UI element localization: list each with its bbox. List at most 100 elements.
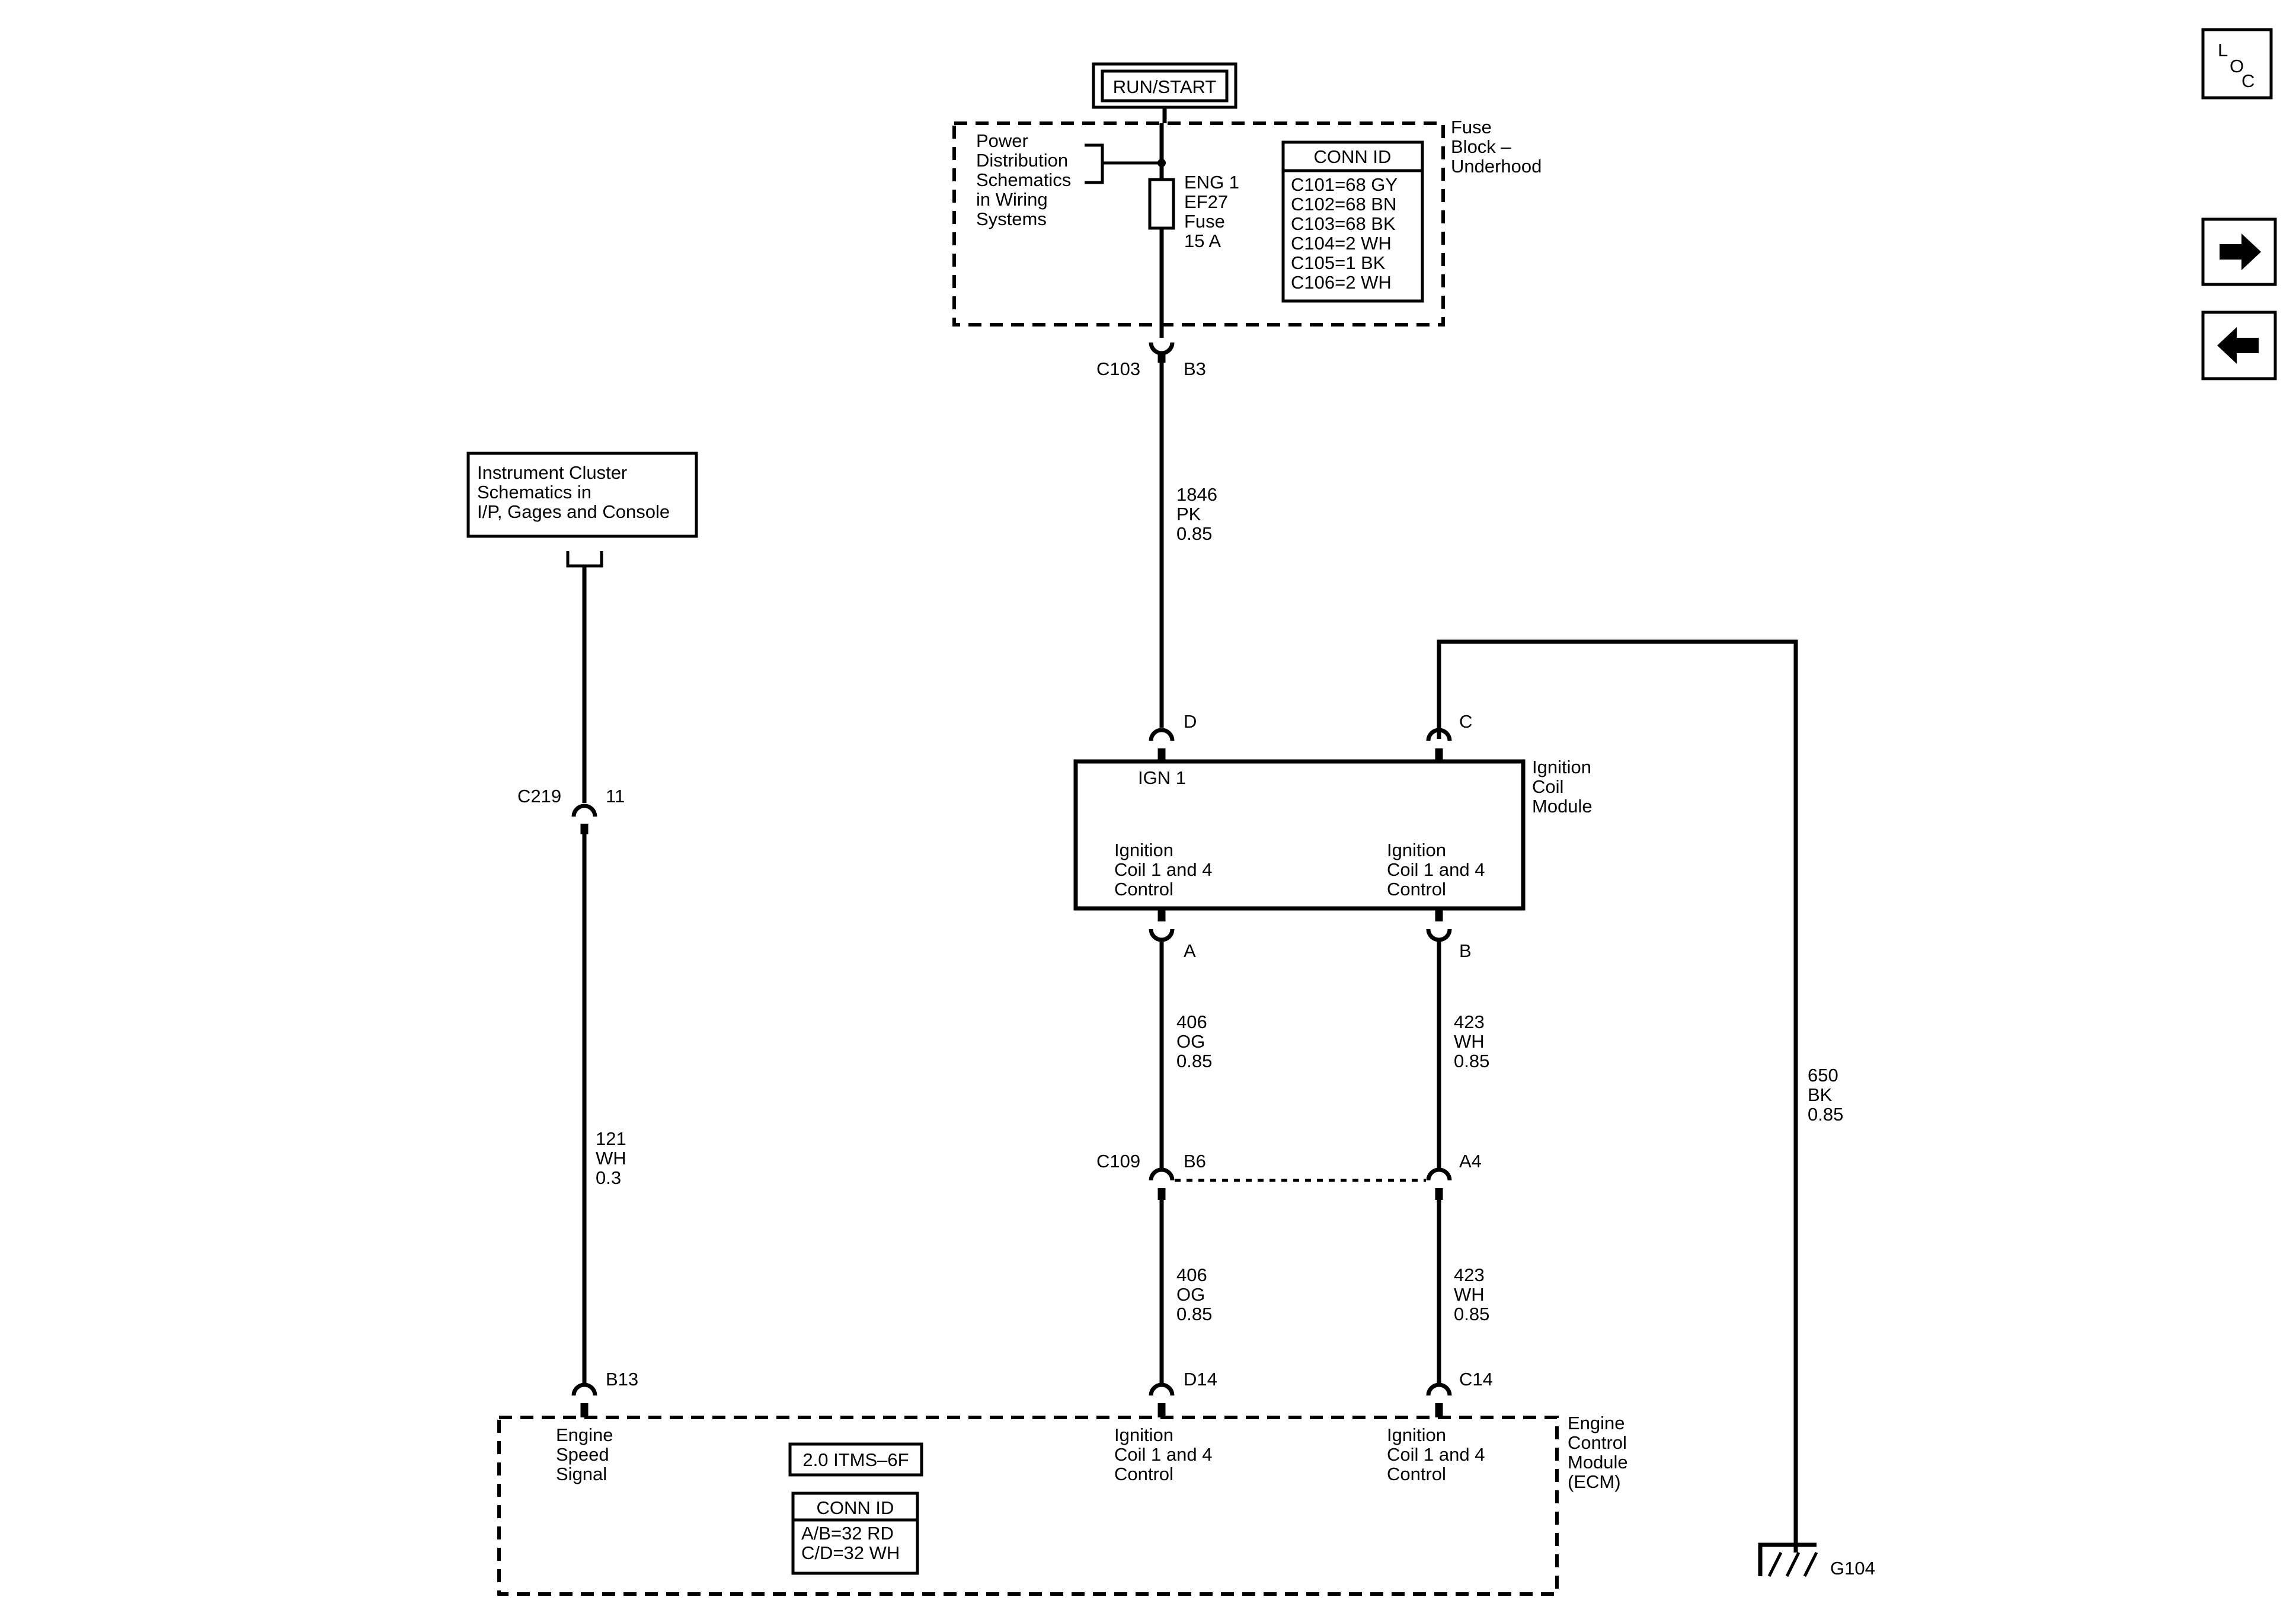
- wire-650-circuit: 650: [1808, 1065, 1838, 1086]
- ecm-engine-speed-1: Engine: [556, 1425, 613, 1445]
- instrument-cluster-line-2: Schematics in: [477, 482, 591, 502]
- ecm-ctrl-right-2: Coil 1 and 4: [1387, 1444, 1485, 1465]
- ecm-engine-speed-3: Signal: [556, 1464, 607, 1484]
- fuse-conn-row-3: C103=68 BK: [1291, 213, 1396, 234]
- fuse-conn-row-6: C106=2 WH: [1291, 272, 1392, 293]
- connector-c103: C103 B3: [1096, 342, 1206, 379]
- icm-ctrl-right-1: Ignition: [1387, 840, 1446, 860]
- c109-pin-a: B6: [1184, 1151, 1206, 1172]
- icm-ign-label: IGN 1: [1138, 767, 1186, 788]
- fuse-line-3: Fuse: [1184, 211, 1225, 232]
- power-ref-line-4: in Wiring: [976, 189, 1048, 210]
- wire-1846-circuit: 1846: [1176, 484, 1217, 505]
- ecm-ctrl-right-1: Ignition: [1387, 1425, 1446, 1445]
- wire-406-lower-size: 0.85: [1176, 1304, 1212, 1324]
- run-start-label: RUN/START: [1113, 76, 1217, 97]
- ecm-ctrl-left-1: Ignition: [1114, 1425, 1173, 1445]
- fuse-conn-row-4: C104=2 WH: [1291, 233, 1392, 254]
- back-button[interactable]: [2201, 311, 2277, 380]
- icm-name-2: Coil: [1532, 776, 1563, 797]
- left-arrow-icon: [2217, 327, 2259, 364]
- icm-name-3: Module: [1532, 796, 1593, 817]
- right-arrow-icon: [2220, 233, 2261, 270]
- power-ref-line-2: Distribution: [976, 150, 1068, 171]
- c109-pin-b: A4: [1459, 1151, 1482, 1172]
- ecm-pin-d14: D14: [1184, 1369, 1217, 1390]
- wire-423-upper-color: WH: [1454, 1031, 1485, 1052]
- connector-c219: C219 11: [517, 786, 625, 834]
- fuse-block-name-2: Block –: [1451, 136, 1511, 157]
- ground-g104: G104: [1758, 1542, 1875, 1579]
- engine-control-module: B13 D14 C14 Engine Speed Signal Ignition…: [497, 1369, 1628, 1596]
- power-ref-line-1: Power: [976, 130, 1028, 151]
- power-ref-line-3: Schematics: [976, 169, 1071, 190]
- ecm-ctrl-right-3: Control: [1387, 1464, 1446, 1484]
- instrument-cluster-line-1: Instrument Cluster: [477, 462, 627, 483]
- wire-406-lower-color: OG: [1176, 1284, 1205, 1305]
- wire-650-color: BK: [1808, 1084, 1833, 1105]
- ecm-name-3: Module: [1568, 1452, 1628, 1473]
- ecm-name-1: Engine: [1568, 1413, 1625, 1433]
- wire-406-upper-circuit: 406: [1176, 1012, 1207, 1032]
- ecm-ctrl-left-2: Coil 1 and 4: [1114, 1444, 1212, 1465]
- loc-button[interactable]: L O C: [2201, 28, 2273, 100]
- icm-pin-b: B: [1459, 940, 1472, 961]
- wire-121-color: WH: [596, 1148, 626, 1169]
- ecm-engine-speed-2: Speed: [556, 1444, 609, 1465]
- loc-letter-l: L: [2218, 40, 2228, 60]
- loc-letter-o: O: [2230, 56, 2244, 76]
- icm-ctrl-left-1: Ignition: [1114, 840, 1173, 860]
- icm-pin-a: A: [1184, 940, 1196, 961]
- instrument-cluster-line-3: I/P, Gages and Console: [477, 501, 670, 522]
- wire-423-lower-circuit: 423: [1454, 1265, 1485, 1285]
- icm-name-1: Ignition: [1532, 757, 1591, 777]
- icm-ctrl-right-2: Coil 1 and 4: [1387, 859, 1485, 880]
- ecm-conn-row-1: A/B=32 RD: [801, 1523, 894, 1544]
- wire-406-lower-circuit: 406: [1176, 1265, 1207, 1285]
- wire-423-lower-size: 0.85: [1454, 1304, 1489, 1324]
- wire-406-upper-color: OG: [1176, 1031, 1205, 1052]
- ecm-pin-b13: B13: [606, 1369, 638, 1390]
- c103-pin: B3: [1184, 359, 1206, 379]
- power-ref-line-5: Systems: [976, 209, 1047, 229]
- icm-ctrl-left-3: Control: [1114, 879, 1173, 900]
- forward-button[interactable]: [2201, 217, 2277, 286]
- fuse-conn-id-title: CONN ID: [1314, 146, 1392, 167]
- wire-423-upper-circuit: 423: [1454, 1012, 1485, 1032]
- fuse-symbol: [1148, 178, 1175, 230]
- fuse-conn-row-2: C102=68 BN: [1291, 194, 1396, 215]
- instrument-cluster-reference: Instrument Cluster Schematics in I/P, Ga…: [466, 452, 698, 568]
- connector-c109: C109 B6 A4: [1096, 1151, 1482, 1200]
- icm-ctrl-right-3: Control: [1387, 879, 1446, 900]
- fuse-block-underhood: Fuse Block – Underhood Power Distributio…: [952, 117, 1542, 327]
- wire-650-size: 0.85: [1808, 1104, 1843, 1125]
- c109-label: C109: [1096, 1151, 1140, 1172]
- ecm-variant-box: 2.0 ITMS–6F: [788, 1442, 923, 1477]
- fuse-line-1: ENG 1: [1184, 172, 1239, 193]
- c219-label: C219: [517, 786, 561, 806]
- wire-1846-size: 0.85: [1176, 523, 1212, 544]
- c103-label: C103: [1096, 359, 1140, 379]
- ecm-pin-c14: C14: [1459, 1369, 1493, 1390]
- ecm-conn-id-title: CONN ID: [817, 1497, 894, 1518]
- c219-pin: 11: [606, 786, 625, 806]
- fuse-block-name-3: Underhood: [1451, 156, 1542, 177]
- ecm-ctrl-left-3: Control: [1114, 1464, 1173, 1484]
- fuse-conn-row-5: C105=1 BK: [1291, 252, 1386, 273]
- fuse-block-conn-id-table: CONN ID C101=68 GY C102=68 BN C103=68 BK…: [1281, 140, 1424, 303]
- loc-letter-c: C: [2241, 71, 2255, 91]
- icm-ctrl-left-2: Coil 1 and 4: [1114, 859, 1212, 880]
- g104-label: G104: [1830, 1558, 1875, 1579]
- run-start-power-source: RUN/START: [1092, 62, 1237, 109]
- icm-pin-d: D: [1184, 711, 1197, 732]
- wire-423-upper-size: 0.85: [1454, 1051, 1489, 1071]
- fuse-conn-row-1: C101=68 GY: [1291, 174, 1398, 195]
- ecm-variant-label: 2.0 ITMS–6F: [802, 1449, 909, 1470]
- fuse-line-2: EF27: [1184, 191, 1228, 212]
- ecm-name-4: (ECM): [1568, 1471, 1621, 1492]
- fuse-line-4: 15 A: [1184, 231, 1221, 251]
- wire-423-lower-color: WH: [1454, 1284, 1485, 1305]
- fuse-block-name-1: Fuse: [1451, 117, 1492, 137]
- ignition-coil-module: D C IGN 1 Ignition Coil 1 and 4 Control …: [1073, 711, 1593, 961]
- wire-1846-color: PK: [1176, 504, 1201, 524]
